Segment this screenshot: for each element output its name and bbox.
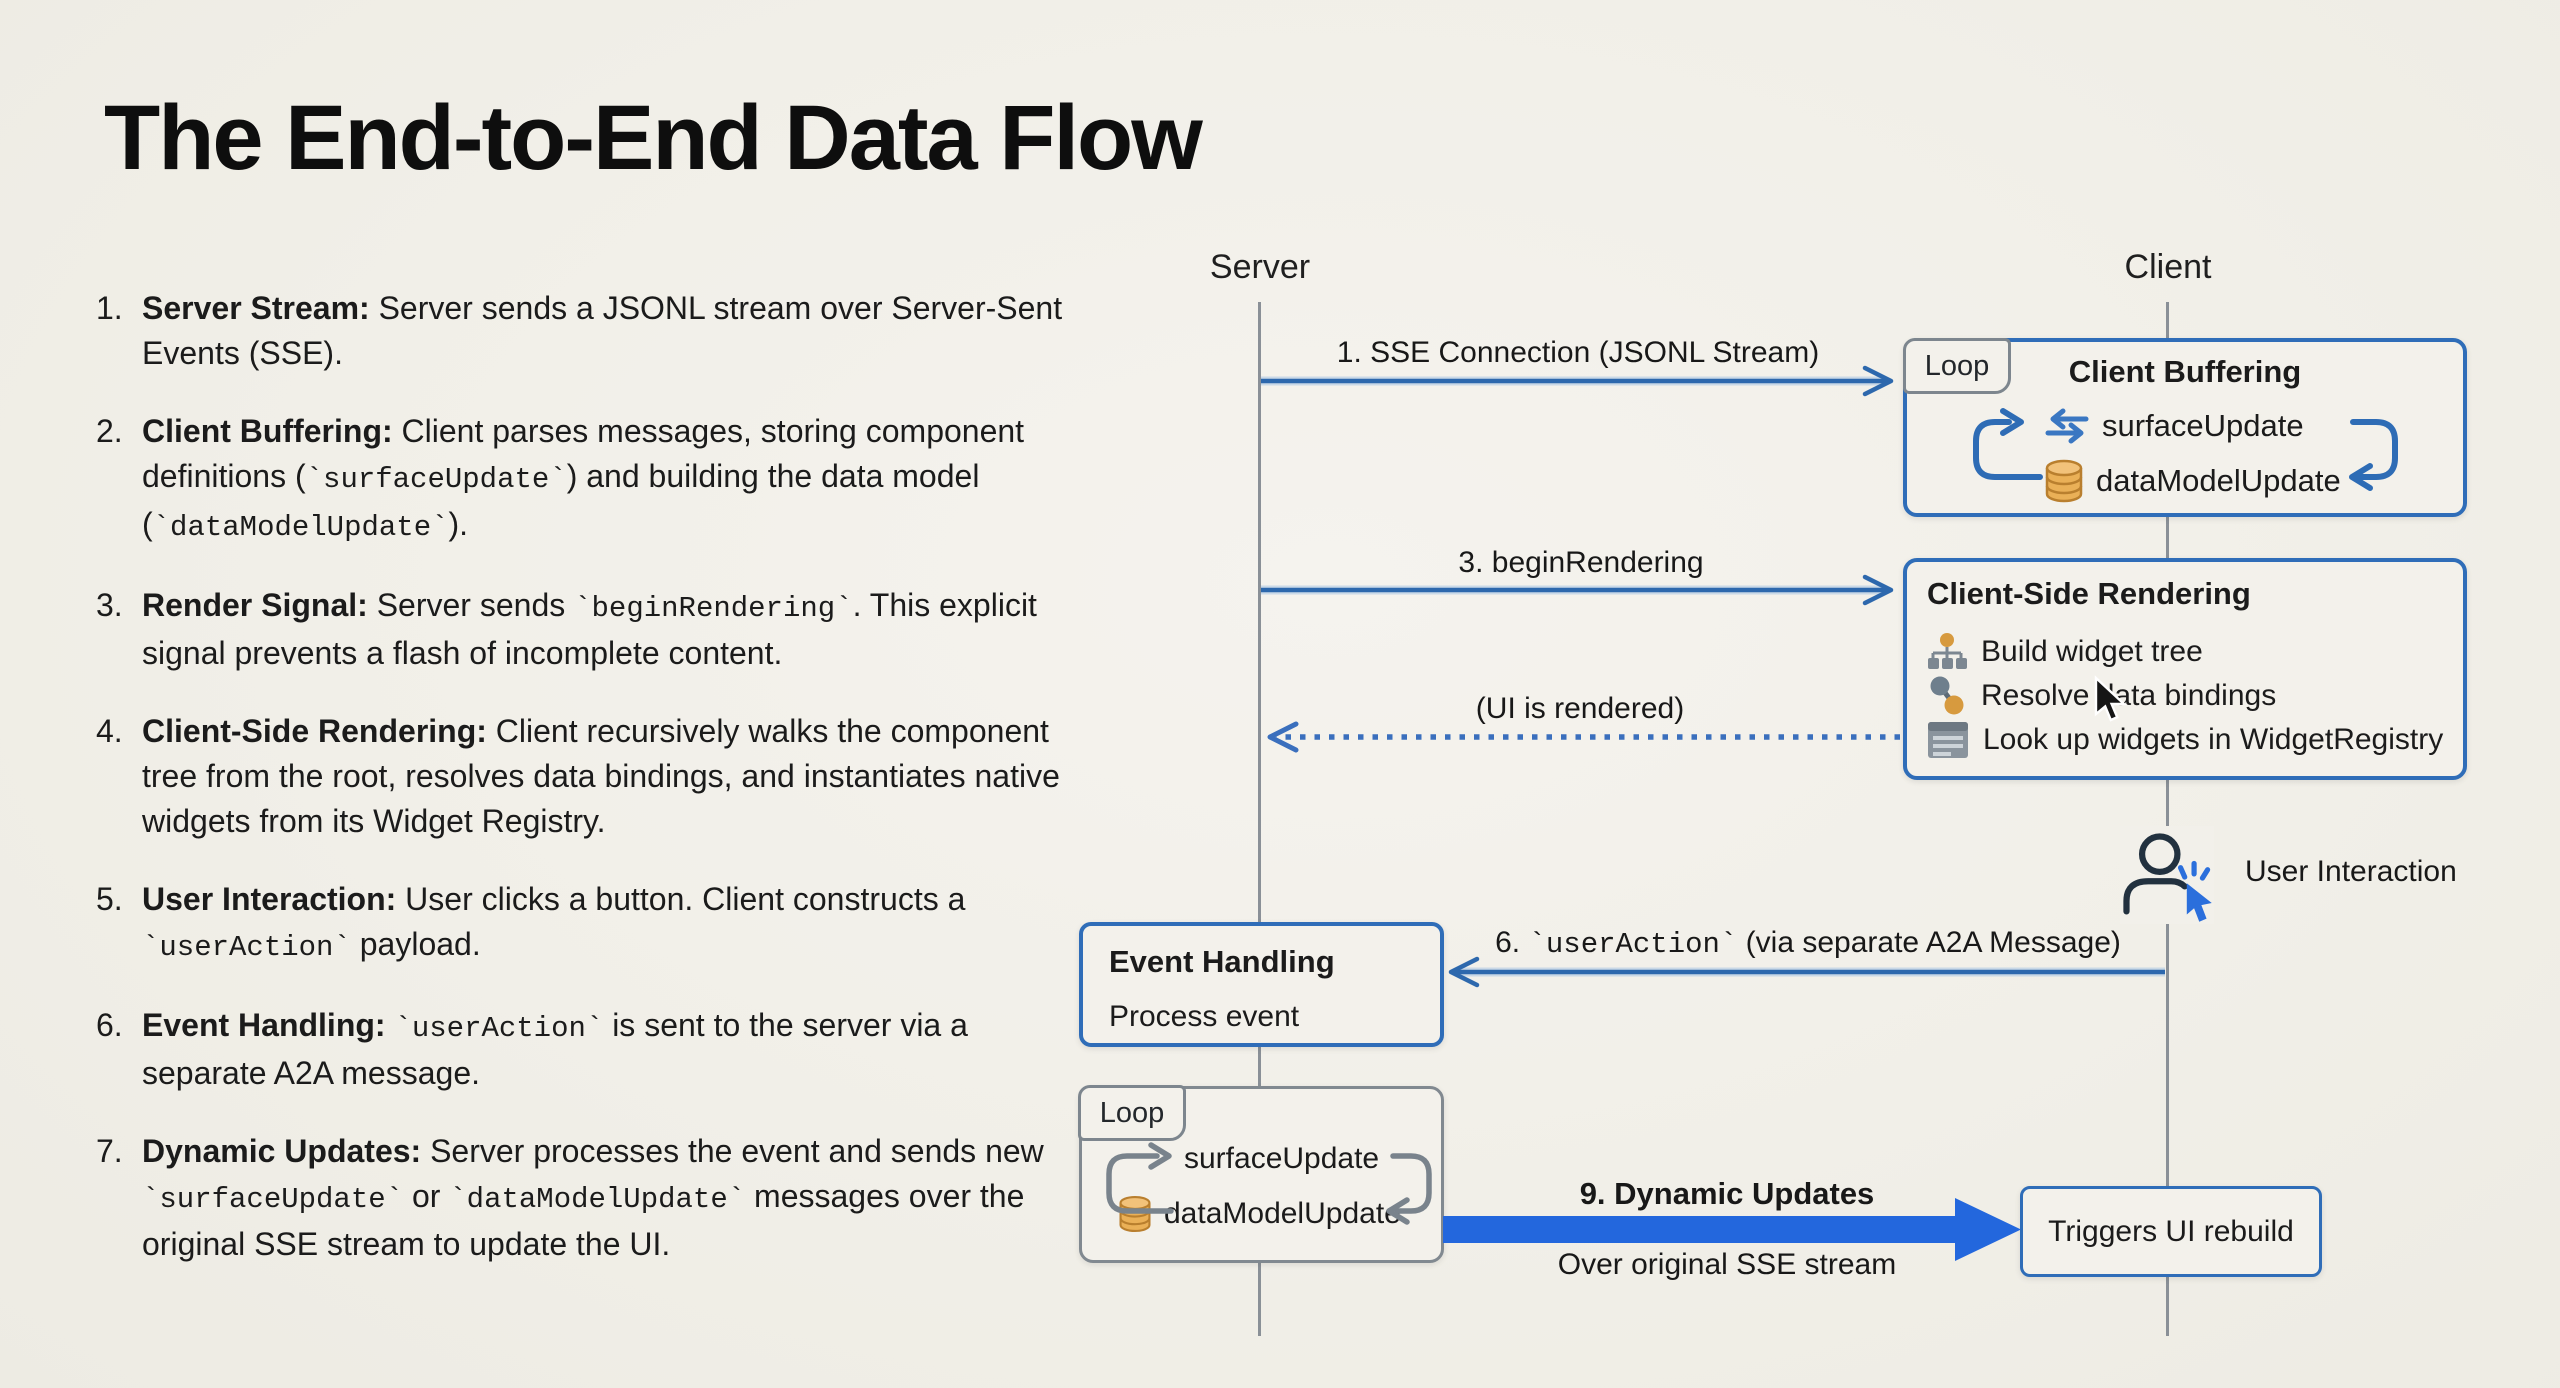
database-icon: [2045, 459, 2083, 503]
step-text: Dynamic Updates: Server processes the ev…: [142, 1133, 1044, 1262]
list-item: 4. Client-Side Rendering: Client recursiv…: [96, 709, 1081, 844]
server-loop-box: Loop surfaceUpdate dataModelUpdate: [1078, 1085, 1444, 1263]
buffering-row-label: dataModelUpdate: [2096, 463, 2341, 498]
event-handling-title: Event Handling: [1109, 944, 1335, 979]
list-item: 1. Server Stream: Server sends a JSONL st…: [96, 286, 1081, 376]
server-loop-row-label: dataModelUpdate: [1164, 1197, 1401, 1230]
step-number: 1.: [96, 290, 123, 326]
label-sse-connection: 1. SSE Connection (JSONL Stream): [1336, 336, 1820, 369]
list-item: 6. Event Handling: `userAction` is sent t…: [96, 1003, 1081, 1096]
client-buffering-box: Loop Client Buffering surfaceUpdate data…: [1903, 338, 2467, 517]
step-text: Event Handling: `userAction` is sent to …: [142, 1007, 968, 1091]
step-number: 3.: [96, 587, 123, 623]
loop-tab: Loop: [1903, 338, 2011, 394]
label-dynamic-updates-sub: Over original SSE stream: [1557, 1248, 1897, 1281]
triggers-label: Triggers UI rebuild: [2048, 1214, 2294, 1248]
rendering-item-label: Build widget tree: [1981, 635, 2203, 668]
client-side-rendering-title: Client-Side Rendering: [1927, 576, 2251, 611]
lifeline-gap: [2120, 826, 2214, 924]
event-handling-box: Event Handling Process event: [1079, 922, 1444, 1047]
steps-list: 1. Server Stream: Server sends a JSONL st…: [96, 286, 1081, 1300]
step-text: Client Buffering: Client parses messages…: [142, 413, 1025, 544]
client-lifeline: [2166, 302, 2169, 1336]
label-dynamic-updates: 9. Dynamic Updates: [1579, 1176, 1875, 1211]
step-number: 5.: [96, 881, 123, 917]
data-bindings-icon: [1930, 676, 1964, 715]
widget-registry-icon: [1928, 722, 1968, 758]
swap-arrows-icon: [2045, 408, 2089, 444]
step-text: Server Stream: Server sends a JSONL stre…: [142, 290, 1063, 371]
loop-tab: Loop: [1078, 1085, 1186, 1141]
list-item: 3. Render Signal: Server sends `beginRend…: [96, 583, 1081, 676]
triggers-ui-rebuild-box: Triggers UI rebuild: [2020, 1186, 2322, 1277]
list-item: 5. User Interaction: User clicks a button…: [96, 877, 1081, 970]
user-interaction-label: User Interaction: [2245, 855, 2457, 888]
step-text: Render Signal: Server sends `beginRender…: [142, 587, 1037, 671]
buffering-row-label: surfaceUpdate: [2102, 408, 2304, 443]
page-title: The End-to-End Data Flow: [104, 87, 1203, 189]
step-text: User Interaction: User clicks a button. …: [142, 881, 966, 964]
event-handling-body: Process event: [1109, 1000, 1300, 1033]
step-text: Client-Side Rendering: Client recursivel…: [142, 713, 1060, 839]
actor-label-client: Client: [2124, 248, 2212, 286]
rendering-item-label: Resolve data bindings: [1981, 679, 2277, 712]
widget-tree-icon: [1928, 633, 1967, 669]
step-number: 7.: [96, 1133, 123, 1169]
client-buffering-title: Client Buffering: [2068, 354, 2302, 389]
label-user-action: 6. `userAction` (via separate A2A Messag…: [1495, 926, 2121, 961]
label-ui-rendered: (UI is rendered): [1475, 692, 1685, 725]
step-number: 2.: [96, 413, 123, 449]
step-number: 4.: [96, 713, 123, 749]
server-lifeline: [1258, 302, 1261, 1336]
rendering-item-label: Look up widgets in WidgetRegistry: [1983, 723, 2444, 756]
list-item: 2. Client Buffering: Client parses messag…: [96, 409, 1081, 550]
list-item: 7. Dynamic Updates: Server processes the …: [96, 1129, 1081, 1267]
actor-label-server: Server: [1209, 248, 1311, 286]
label-begin-rendering: 3. beginRendering: [1458, 546, 1704, 579]
client-side-rendering-box: Client-Side Rendering Build widget tree …: [1903, 558, 2467, 780]
server-loop-row-label: surfaceUpdate: [1184, 1142, 1380, 1175]
step-number: 6.: [96, 1007, 123, 1043]
database-icon: [1119, 1195, 1151, 1233]
